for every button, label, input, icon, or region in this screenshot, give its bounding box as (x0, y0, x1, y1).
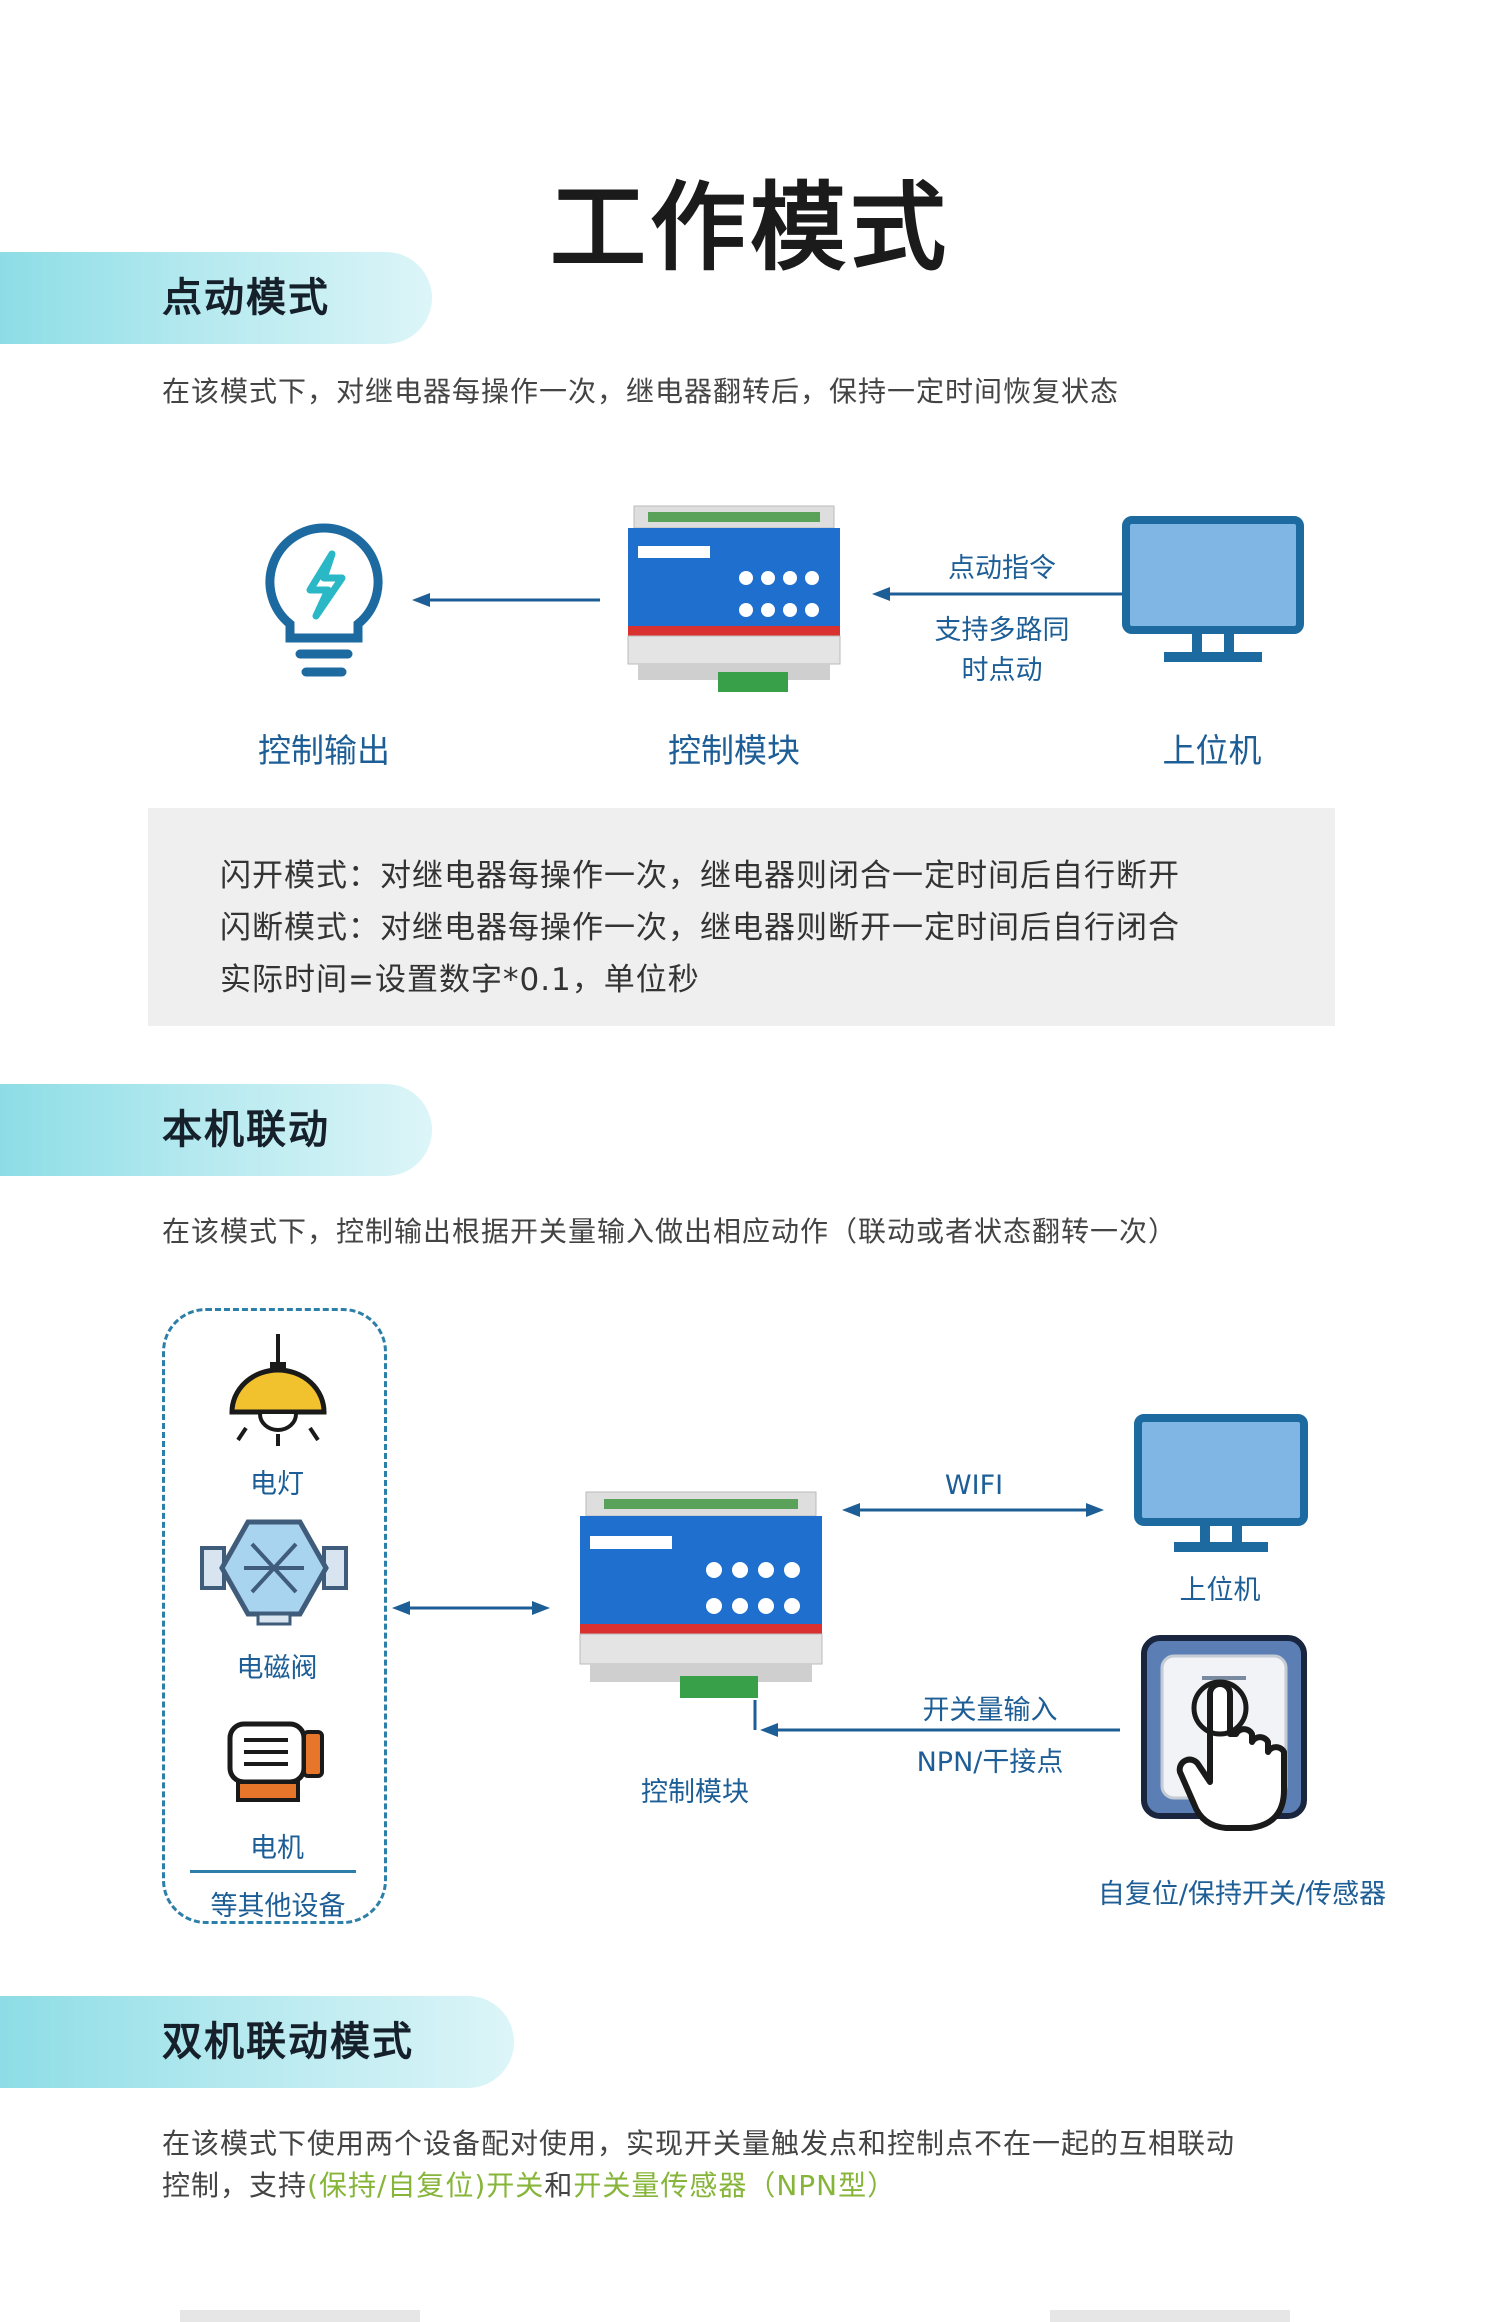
switch-input-label: 开关量输入 (922, 1695, 1058, 1726)
bidirectional-arrow-wifi (842, 1503, 1104, 1517)
arrow-to-output (412, 593, 600, 607)
bidirectional-arrow-devices (392, 1601, 550, 1615)
lamp-label: 电灯 (250, 1469, 304, 1500)
lightbulb-icon (265, 523, 383, 677)
section-title-dual: 双机联动模式 (162, 2019, 414, 2065)
section-header-jog: 点动模式 (0, 252, 432, 344)
npn-contact-label: NPN/干接点 (916, 1747, 1064, 1778)
control-output-label: 控制输出 (258, 731, 390, 770)
local-description: 在该模式下，控制输出根据开关量输入做出相应动作（联动或者状态翻转一次） (162, 1215, 1178, 1248)
arrow-to-module (872, 587, 1138, 601)
dual-description-prefix: 控制，支持 (162, 2169, 308, 2202)
ceiling-lamp-icon (229, 1334, 327, 1446)
valve-label: 电磁阀 (236, 1653, 318, 1684)
control-module-device (627, 505, 841, 692)
solenoid-valve-icon (200, 1519, 348, 1626)
multi-jog-label-2: 时点动 (961, 655, 1043, 686)
monitor-icon (1122, 516, 1304, 662)
section-title-local: 本机联动 (162, 1107, 330, 1153)
section-header-dual: 双机联动模式 (0, 1996, 514, 2088)
wifi-label: WIFI (944, 1470, 1004, 1501)
note-flash-close: 闪断模式：对继电器每操作一次，继电器则断开一定时间后自行闭合 (220, 910, 1180, 946)
control-module-label: 控制模块 (668, 731, 800, 770)
dual-description-line1: 在该模式下使用两个设备配对使用，实现开关量触发点和控制点不在一起的互相联动 (162, 2127, 1236, 2160)
switch-input-arrow (760, 1723, 1120, 1737)
switch-types-label: 自复位/保持开关/传感器 (1097, 1879, 1387, 1910)
multi-jog-label-1: 支持多路同 (934, 615, 1070, 646)
other-devices-label: 等其他设备 (210, 1891, 346, 1922)
device-preview-left (180, 2310, 420, 2322)
push-button-switch-icon (1141, 1635, 1307, 1831)
section-header-local: 本机联动 (0, 1084, 432, 1176)
module-connector-line (753, 1700, 757, 1730)
note-flash-open: 闪开模式：对继电器每操作一次，继电器则闭合一定时间后自行断开 (220, 858, 1180, 894)
section-title-jog: 点动模式 (162, 275, 330, 321)
dual-connector: 和 (544, 2169, 574, 2202)
flash-mode-notes: 闪开模式：对继电器每操作一次，继电器则闭合一定时间后自行断开 闪断模式：对继电器… (148, 808, 1335, 1026)
monitor-icon-2 (1134, 1414, 1308, 1552)
control-module-label-2: 控制模块 (641, 1777, 749, 1808)
motor-icon (227, 1721, 324, 1802)
motor-label: 电机 (250, 1833, 304, 1864)
dual-highlight-switch: (保持/自复位)开关 (307, 2169, 545, 2202)
dual-highlight-sensor: 开关量传感器（NPN型） (573, 2169, 897, 2202)
dual-description-line2: 控制，支持(保持/自复位)开关和开关量传感器（NPN型） (162, 2164, 896, 2204)
note-actual-time: 实际时间=设置数字*0.1，单位秒 (220, 962, 700, 998)
jog-description: 在该模式下，对继电器每操作一次，继电器翻转后，保持一定时间恢复状态 (162, 375, 1120, 408)
output-devices-group (162, 1308, 387, 1924)
host-computer-label-2: 上位机 (1179, 1575, 1261, 1606)
device-preview-right (1050, 2310, 1290, 2322)
device-divider (190, 1870, 356, 1873)
host-computer-label: 上位机 (1162, 731, 1262, 770)
control-module-device-2 (579, 1491, 823, 1698)
page-title: 工作模式 (550, 172, 950, 284)
jog-command-label: 点动指令 (948, 553, 1056, 584)
